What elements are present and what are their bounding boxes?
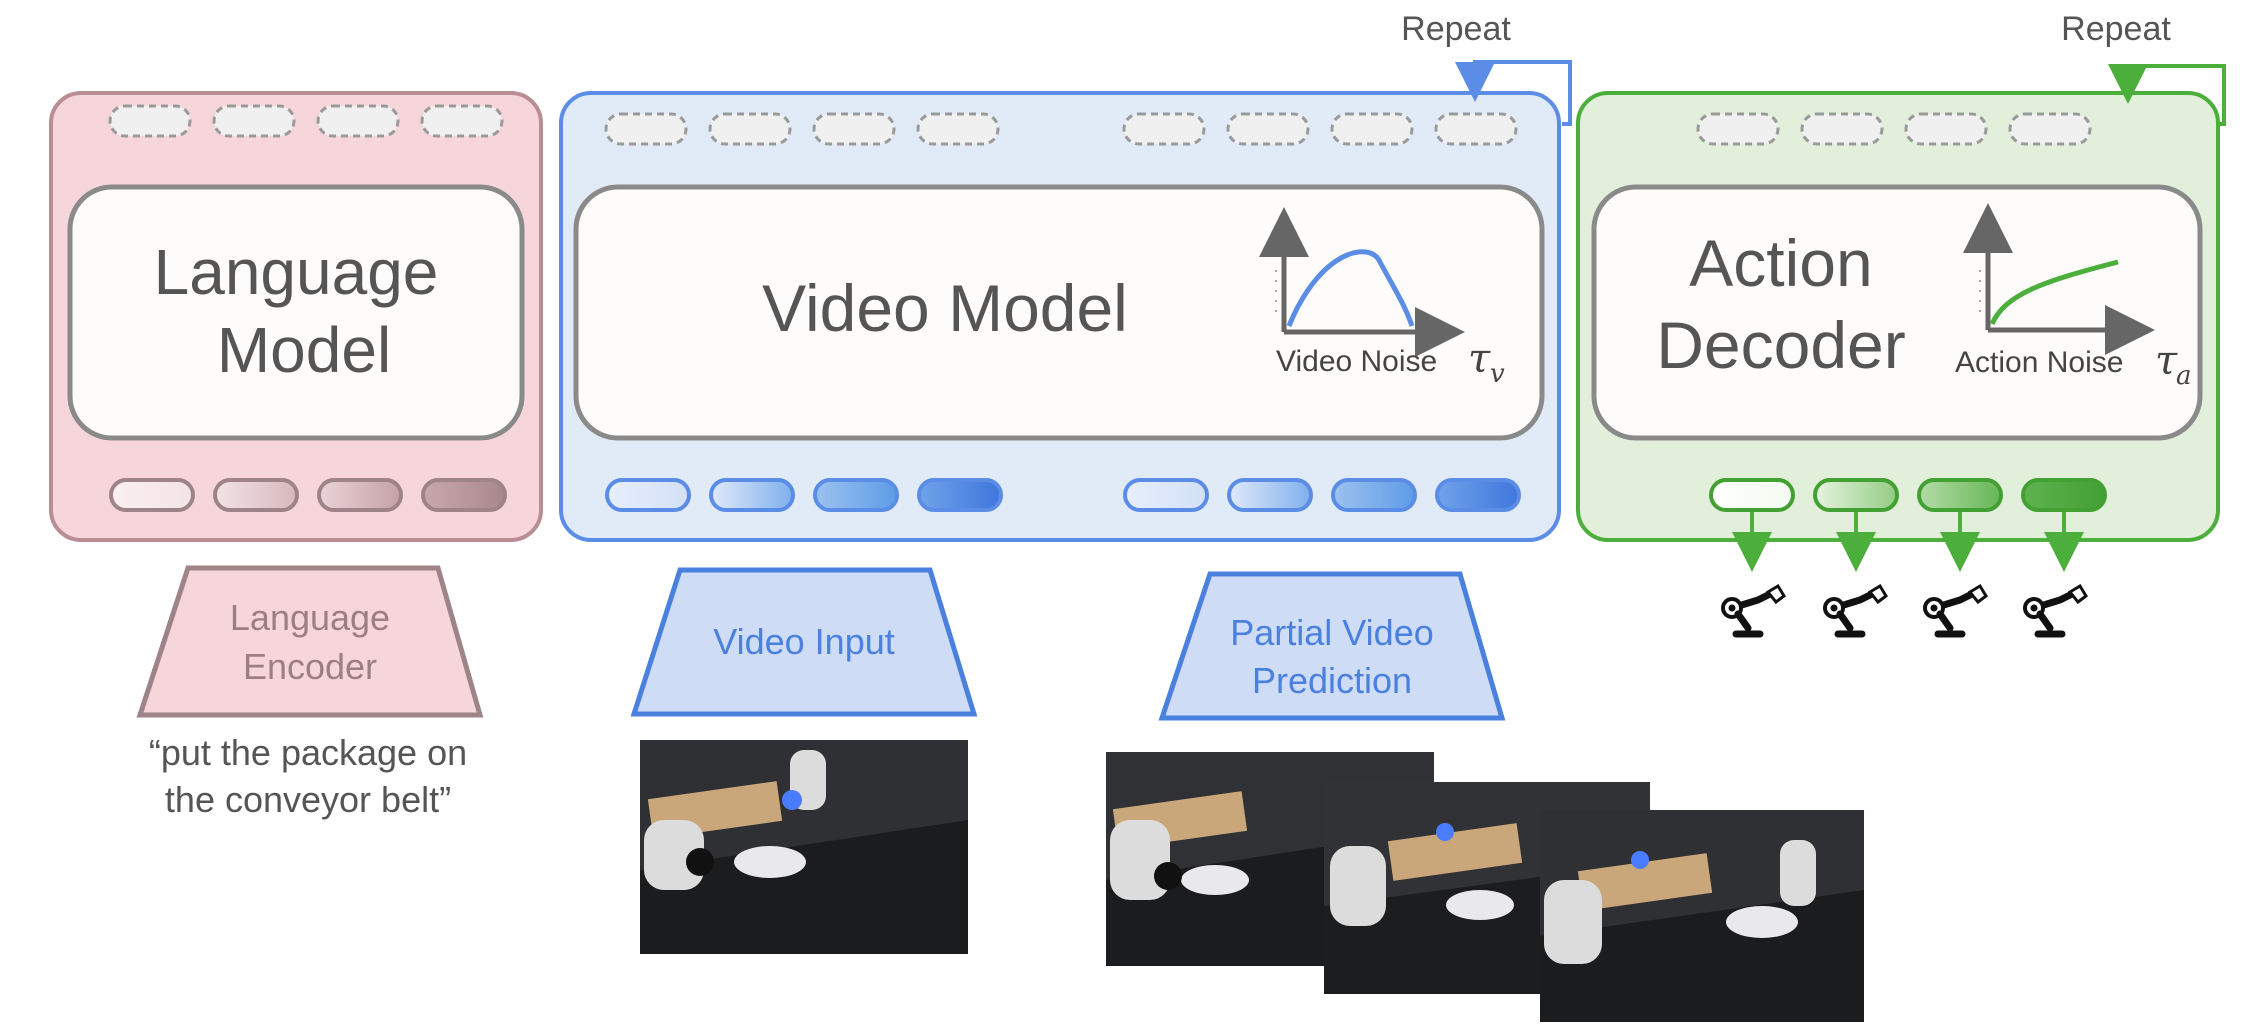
video-model-block: Video Model Video Noise τ v: [559, 91, 1561, 542]
video-tau-symbol: τ: [1468, 336, 1491, 382]
language-model-block: Language Model: [49, 91, 543, 542]
video-repeat-arrow: [1455, 60, 1572, 126]
language-model-title-line2: Model: [217, 314, 391, 386]
language-encoder: Language Encoder: [136, 565, 484, 718]
video-input-label: Video Input: [713, 621, 895, 662]
video-input-encoder: Video Input: [630, 567, 978, 717]
action-decoder-title-line2: Decoder: [1656, 308, 1905, 382]
partial-video-label-line2: Prediction: [1252, 660, 1412, 701]
language-prompt: “put the package on: [149, 732, 467, 773]
action-repeat-label: Repeat: [2061, 10, 2171, 48]
language-output-tokens: [108, 104, 504, 138]
partial-video-prediction-encoder: Partial Video Prediction: [1158, 571, 1506, 721]
action-tau-symbol: τ: [2155, 338, 2178, 384]
action-decoder-block: Action Decoder Action Noise τ a: [1576, 91, 2220, 542]
action-placeholder-tokens: [1696, 112, 2092, 146]
action-output-tokens: [1709, 478, 2107, 512]
video-repeat-label: Repeat: [1401, 10, 1511, 48]
language-encoder-label-line2: Encoder: [243, 646, 377, 687]
language-input-tokens: [109, 478, 507, 512]
video-tau-subscript: v: [1490, 359, 1505, 389]
action-decoder-title: Action: [1689, 226, 1872, 300]
action-to-robot-arrows: [1732, 512, 2084, 572]
video-model-title: Video Model: [762, 271, 1128, 345]
robot-arm-icon: [1723, 586, 1784, 634]
action-noise-schedule-plot: [1963, 203, 2155, 355]
language-prompt-line2: the conveyor belt”: [165, 779, 451, 820]
predicted-frame-3: [1540, 810, 1864, 1022]
action-repeat-arrow: [2108, 64, 2226, 126]
video-output-tokens: [604, 112, 1518, 146]
action-noise-label: Action Noise: [1955, 346, 2123, 379]
robot-arm-icon: [2025, 586, 2086, 634]
language-encoder-label: Language: [230, 597, 390, 638]
robot-arm-icon: [1825, 586, 1886, 634]
language-model-title: Language: [154, 236, 439, 308]
action-tau-subscript: a: [2176, 361, 2192, 391]
video-input-frame: [640, 740, 968, 954]
video-noise-schedule-plot: [1259, 207, 1465, 357]
video-noise-label: Video Noise: [1276, 345, 1437, 378]
robot-arm-icon: [1925, 586, 1986, 634]
video-input-tokens: [605, 478, 1521, 512]
partial-video-label: Partial Video: [1230, 612, 1433, 653]
